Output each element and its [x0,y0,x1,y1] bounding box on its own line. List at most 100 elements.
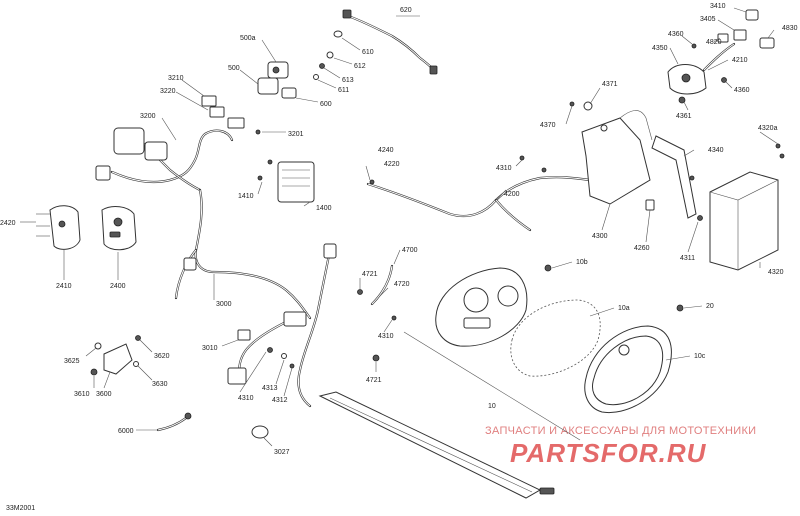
callout-620: 620 [400,7,412,14]
battery-4320-icon [709,171,779,271]
switch-toggle-2400-icon [109,231,121,238]
nut-20-icon [676,304,684,312]
callout-611: 611 [338,87,349,94]
switch-button-2410-icon [58,220,66,228]
callout-1410: 1410 [238,193,254,200]
switch-housing-2410-icon [49,205,81,250]
screw-4340-icon [689,175,695,181]
screw-3630-icon [133,361,139,367]
relay-terminal-icon [681,73,691,83]
callout-4310-lower: 4310 [238,395,254,402]
callout-4200: 4200 [504,191,520,198]
drawing-code: 33M2001 [6,505,35,512]
connector-3010-icon [227,367,247,385]
strip-end-connector-icon [539,487,555,495]
callout-10a: 10a [618,305,630,312]
washer-611-icon [313,74,319,80]
callout-10: 10 [488,403,496,410]
nut-3620-icon [135,335,141,341]
connector-4820-icon [717,33,729,43]
connector-3200-icon [95,165,111,181]
callout-3027: 3027 [274,449,290,456]
nut-3610-icon [90,368,98,376]
callout-4320: 4320 [768,269,784,276]
callout-3620: 3620 [154,353,170,360]
screw-3625-icon [94,342,102,350]
lens-10a [510,299,601,377]
callout-4310-cluster: 4310 [378,333,394,340]
callout-4312: 4312 [272,397,288,404]
callout-600: 600 [320,101,332,108]
bracket-4340-icon [651,135,697,219]
callout-2400: 2400 [110,283,126,290]
callout-4820: 4820 [706,39,722,46]
callout-4721-upper: 4721 [362,271,378,278]
callout-2410: 2410 [56,283,72,290]
bracket-4300-icon [581,117,651,205]
switch-500-assembly [257,61,289,95]
callout-612: 612 [354,63,366,70]
gasket-10c [584,304,684,414]
nut-4360b-icon [721,77,727,83]
callout-3410: 3410 [710,3,726,10]
screw-4310d-icon [267,347,273,353]
callout-1400: 1400 [316,205,332,212]
callout-3010: 3010 [202,345,218,352]
screw-4310c-icon [391,315,397,321]
callout-4360-top: 4360 [668,31,684,38]
connector-3000c-icon [283,311,307,327]
callout-labels: 620 610 612 613 611 600 500a 500 3210 32… [0,3,798,456]
lcd-display-icon [463,317,491,329]
callout-4300: 4300 [592,233,608,240]
connector-3210-icon [201,95,217,107]
bulb-10b-icon [544,264,552,272]
callout-613: 613 [342,77,354,84]
terminal-4830-icon [759,37,775,49]
screw-4310a-icon [519,155,525,161]
cable-4200 [366,155,592,232]
callout-4360-right: 4360 [734,87,750,94]
washer-4313-icon [281,353,287,359]
callout-4310-cable: 4310 [496,165,512,172]
nut-613-icon [319,63,325,69]
callout-4830: 4830 [782,25,798,32]
nut-4721b-icon [372,354,380,362]
tachometer-dial-icon [497,285,519,307]
gasket-clip-icon [618,344,630,356]
strip-10-icon [318,391,542,499]
callout-10c: 10c [694,353,706,360]
screw-4311-icon [697,215,703,221]
callout-6000: 6000 [118,428,134,435]
callout-3210: 3210 [168,75,184,82]
connector-3000b-icon [183,257,197,271]
screw-1400-icon [267,159,273,165]
connectors-3210-3220 [201,95,261,135]
screw-3201-icon [255,129,261,135]
callout-500a: 500a [240,35,256,42]
callout-4721-lower: 4721 [366,377,382,384]
leader-lines [20,7,779,447]
callout-2420: 2420 [0,220,16,227]
relay-4350-assembly [667,9,775,104]
cable-620-assembly [281,9,438,99]
callout-3000: 3000 [216,301,232,308]
bracket-3600 [90,335,141,376]
callout-4370: 4370 [540,122,556,129]
callout-4361: 4361 [676,113,692,120]
screw-4220-icon [369,179,375,185]
fasteners-4310-4313 [267,347,295,369]
harness-3200 [95,127,234,192]
module-1400 [257,159,315,203]
sensor-6000 [156,412,269,439]
handlebar-switches [36,205,137,251]
callout-3610: 3610 [74,391,90,398]
callout-3625: 3625 [64,358,80,365]
callout-3600: 3600 [96,391,112,398]
ecu-module-1400-icon [277,161,315,203]
connector-3220-icon [227,117,245,129]
callout-610: 610 [362,49,374,56]
callout-4240: 4240 [378,147,394,154]
callout-500: 500 [228,65,240,72]
grommet-610-icon [333,30,343,38]
harness-3000 [174,188,337,408]
